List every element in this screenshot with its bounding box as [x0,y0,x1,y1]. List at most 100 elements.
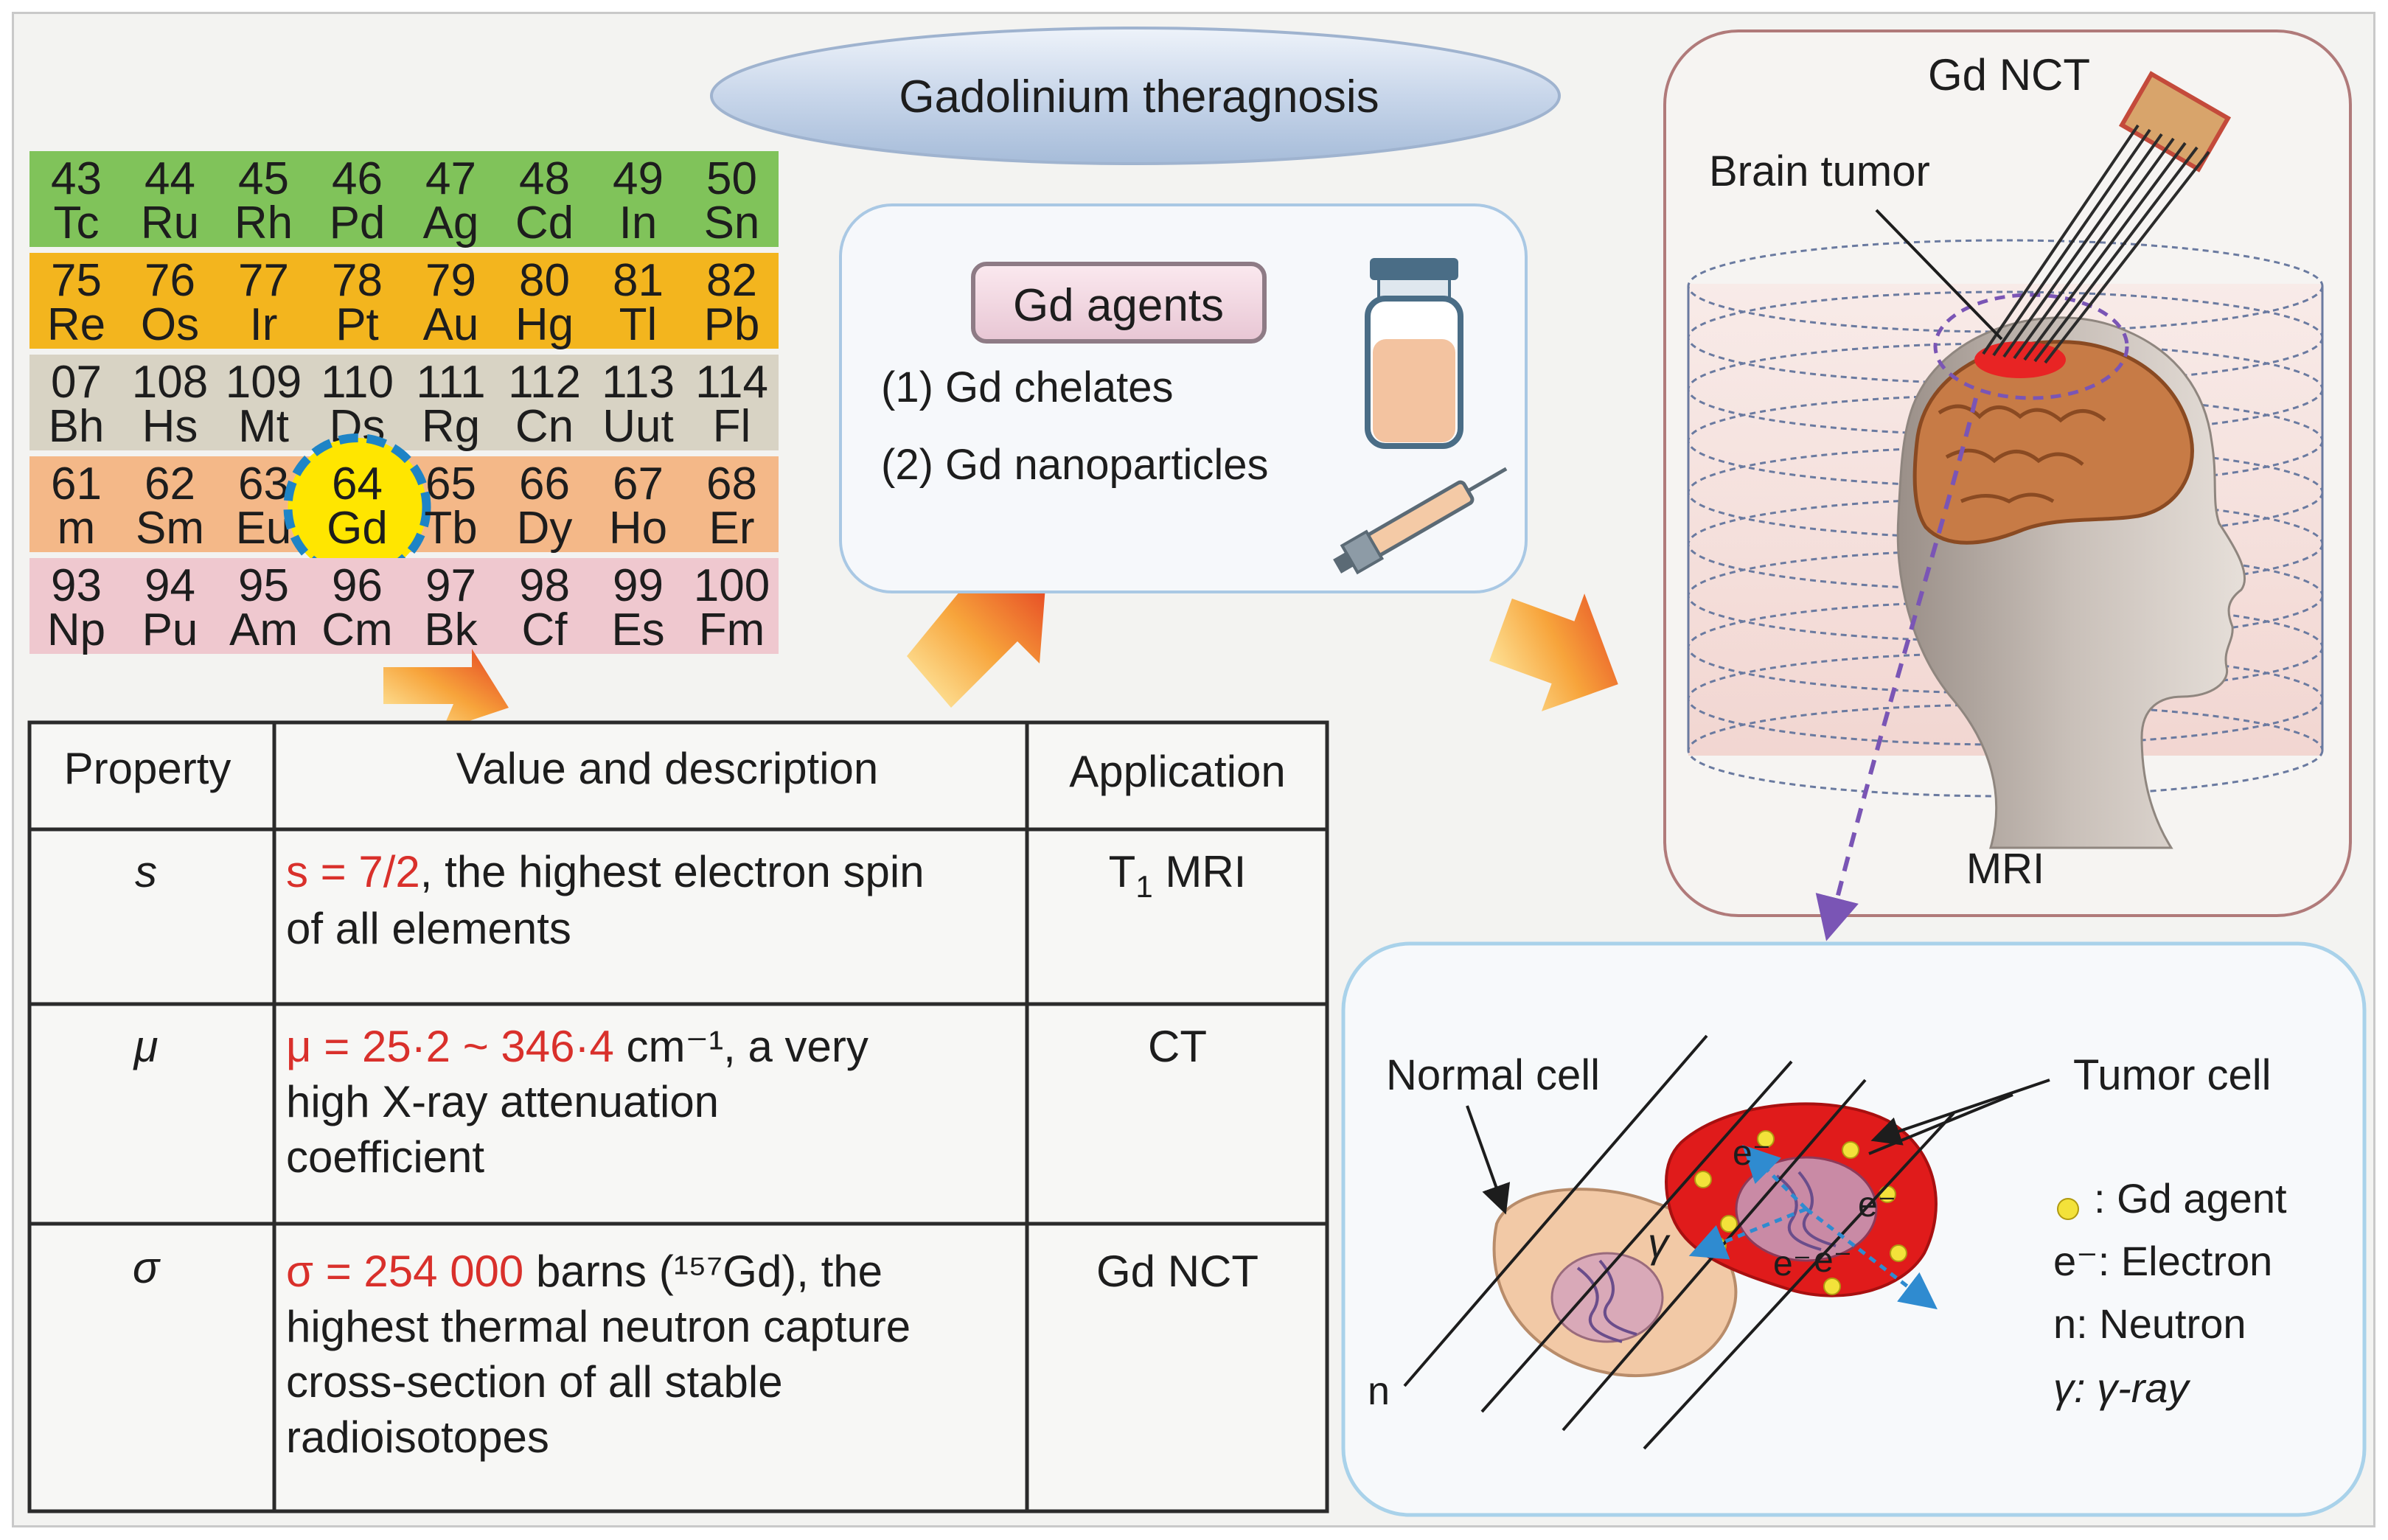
agents-panel: Gd agents (1) Gd chelates (2) Gd nanopar… [839,203,1528,593]
element-number: 111 [416,357,485,408]
property-value-spin-line2: of all elements [286,904,571,953]
electron-mark: e⁻ [1858,1185,1896,1224]
element-number: 66 [519,459,570,509]
element-symbol: Hg [515,299,574,350]
tumor-cell-label: Tumor cell [2073,1051,2272,1099]
title-badge: Gadolinium theragnosis [710,27,1561,165]
legend-electron: e⁻: Electron [2053,1238,2272,1284]
gd-agents-badge [971,262,1267,344]
table-header-value: Value and description [456,744,879,793]
gd-highlight-ring [283,433,431,581]
element-number: 64 [332,459,383,509]
element-symbol: Eu [236,503,292,554]
element-number: 99 [613,560,664,611]
element-number: 79 [425,255,476,306]
periodic-table-excerpt: 43Tc44Ru45Rh46Pd47Ag48Cd49In50Sn75Re76Os… [29,151,779,655]
electron-mark: e⁻ [1773,1244,1811,1283]
property-symbol-attenuation: μ [133,1022,159,1071]
element-number: 67 [613,459,664,509]
gd-agent-legend-icon [2057,1198,2079,1220]
element-symbol: Sm [136,503,204,554]
beam-line [2002,133,2163,358]
property-value-attenuation: μ = 25·2 ~ 346·4 cm⁻¹, a very [286,1022,868,1071]
element-number: 68 [706,459,757,509]
gamma-ray-label: γ [1648,1219,1671,1266]
diagram-title: Gadolinium theragnosis [899,72,1379,122]
flow-arrow-head [1489,593,1618,711]
property-value-cross-section: σ = 254 000 barns (¹⁵⁷Gd), the [286,1247,883,1296]
flow-arrow-agents [907,568,1047,708]
element-symbol: Cf [522,604,568,655]
periodic-row [29,355,779,450]
element-number: 62 [145,459,195,509]
beam-line [2013,137,2175,360]
element-symbol: Pu [142,604,198,655]
element-symbol: Cd [515,198,574,248]
gd-agent-dot [1842,1141,1859,1159]
syringe-icon [1333,467,1508,575]
element-number: 82 [706,255,757,306]
application-attenuation: CT [1148,1022,1207,1071]
element-number: 80 [519,255,570,306]
neutron-beam-device [1982,71,2232,364]
table-header-application: Application [1069,747,1286,796]
neutron-track [1403,1034,1708,1387]
neutron-label: n [1368,1369,1390,1413]
element-symbol: m [58,503,96,554]
element-number: 49 [613,153,664,204]
element-symbol: Tb [424,503,477,554]
element-symbol: Bh [49,401,105,452]
element-number: 113 [602,357,675,408]
mri-label: MRI [1966,845,2044,893]
property-value-spin: s = 7/2, the highest electron spin [286,847,925,896]
neutron-track [1643,1112,1955,1450]
element-number: 110 [321,357,394,408]
beam-line [1982,124,2140,355]
agent-item-chelates: (1) Gd chelates [881,363,1174,411]
element-symbol: Sn [704,198,760,248]
cell-mechanism-panel: Normal cell Tumor cell n γ e⁻ e⁻ e⁻ e⁻ :… [1341,941,2367,1517]
mri-coil-rings [1687,239,2324,798]
element-number: 78 [332,255,383,306]
element-number: 43 [51,153,102,204]
legend-gd-agent: : Gd agent [2094,1175,2287,1222]
property-symbol-spin: s [135,847,157,896]
neutron-track [1480,1060,1793,1413]
element-number: 75 [51,255,102,306]
element-symbol: Cn [515,401,574,452]
element-symbol: Tc [54,198,100,248]
application-cross-section: Gd NCT [1096,1247,1259,1296]
legend-neutron: n: Neutron [2053,1300,2246,1347]
gd-agent-dot [1823,1278,1841,1295]
element-number: 93 [51,560,102,611]
element-symbol: Au [423,299,479,350]
brain-tumor-label: Brain tumor [1709,147,1930,195]
element-symbol: Hs [142,401,198,452]
property-symbol-cross-section: σ [133,1243,161,1292]
element-symbol: Mt [238,401,289,452]
element-symbol: Bk [424,604,478,655]
element-number: 44 [145,153,195,204]
element-symbol: Dy [517,503,573,554]
element-number: 65 [425,459,476,509]
element-symbol: Am [229,604,298,655]
head-mri-panel: Gd NCT Brain tumor MRI [1663,29,2352,941]
electron-mark: e⁻ [1733,1134,1771,1173]
element-number: 07 [51,357,102,408]
element-number: 46 [332,153,383,204]
element-number: 77 [238,255,289,306]
property-value-cross-section-line4: radioisotopes [286,1412,549,1462]
table-header-property: Property [64,744,232,793]
property-value-attenuation-line2: high X-ray attenuation [286,1077,719,1126]
element-symbol: Rg [422,401,480,452]
element-symbol: Ag [423,198,479,248]
periodic-row [29,253,779,349]
gd-nct-label: Gd NCT [1928,50,2090,100]
element-symbol: Er [709,503,755,554]
element-number: 108 [132,357,208,408]
element-number: 63 [238,459,289,509]
periodic-row [29,151,779,247]
electron-mark: e⁻ [1814,1241,1852,1280]
